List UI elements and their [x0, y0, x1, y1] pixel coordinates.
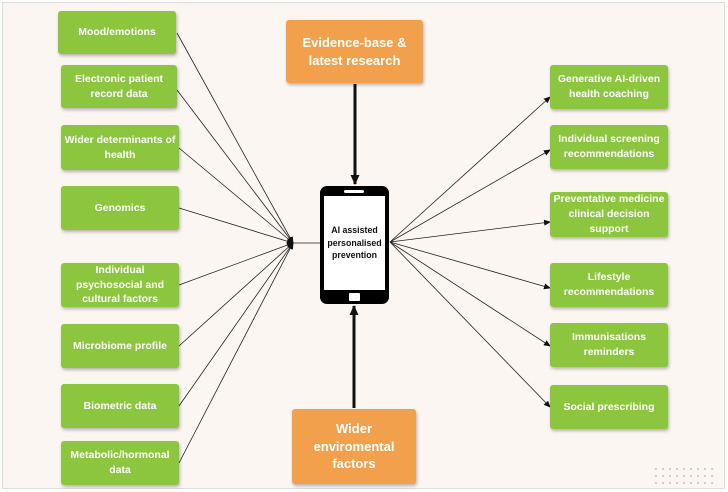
center-label: AI assisted personalised prevention [327, 224, 382, 261]
decorative-dot [683, 468, 685, 470]
decorative-dot [690, 468, 692, 470]
output-box-health-coaching: Generative AI-driven health coaching [550, 65, 668, 109]
decorative-dot [704, 468, 706, 470]
phone-speaker [344, 190, 364, 193]
decorative-dot [669, 482, 671, 484]
input-label: Individual psychosocial and cultural fac… [75, 263, 165, 306]
input-box-wider-determinants: Wider determinants of health [61, 125, 179, 170]
input-label: Metabolic/hormonal data [70, 449, 170, 476]
output-box-immunisations: Immunisations reminders [550, 323, 668, 367]
decorative-dot [662, 468, 664, 470]
input-box-genomics: Genomics [61, 186, 179, 230]
input-label: Electronic patient record data [74, 72, 164, 100]
decorative-dot [704, 482, 706, 484]
phone-home-button [349, 293, 360, 301]
output-label: Individual screening recommendations [558, 133, 660, 160]
decorative-dot [697, 468, 699, 470]
output-label: Preventative medicine clinical decision … [553, 193, 665, 235]
smartphone-icon: AI assisted personalised prevention [320, 186, 389, 304]
input-label: Wider determinants of health [64, 133, 176, 161]
decorative-dot [655, 482, 657, 484]
decorative-dot [711, 468, 713, 470]
environmental-factors-box: Wider enviromental factors [292, 409, 416, 484]
decorative-dot [697, 475, 699, 477]
input-label: Genomics [94, 201, 146, 214]
decorative-dot [683, 482, 685, 484]
evidence-base-box: Evidence-base & latest research [286, 20, 423, 83]
output-box-clinical-decision: Preventative medicine clinical decision … [550, 192, 668, 237]
decorative-dot [697, 482, 699, 484]
decorative-dot [669, 475, 671, 477]
input-box-biometric: Biometric data [61, 384, 179, 428]
evidence-base-label: Evidence-base & latest research [302, 34, 407, 68]
input-label: Biometric data [83, 399, 157, 412]
decorative-dot [690, 482, 692, 484]
input-box-mood-emotions: Mood/emotions [58, 11, 176, 54]
input-box-psychosocial: Individual psychosocial and cultural fac… [61, 263, 179, 307]
output-label: Immunisations reminders [571, 331, 647, 358]
input-box-metabolic: Metabolic/hormonal data [61, 441, 179, 485]
output-label: Generative AI-driven health coaching [557, 73, 661, 100]
decorative-dot [655, 468, 657, 470]
phone-screen: AI assisted personalised prevention [324, 196, 385, 290]
decorative-dot [676, 482, 678, 484]
decorative-dot [655, 475, 657, 477]
decorative-dot [711, 482, 713, 484]
decorative-dot [662, 475, 664, 477]
output-box-social-prescribing: Social prescribing [550, 385, 668, 429]
decorative-dot [676, 475, 678, 477]
decorative-dot [711, 475, 713, 477]
decorative-dot [704, 475, 706, 477]
decorative-dot [690, 475, 692, 477]
environmental-factors-label: Wider enviromental factors [313, 421, 395, 472]
output-box-screening: Individual screening recommendations [550, 125, 668, 169]
input-label: Mood/emotions [78, 26, 156, 39]
input-label: Microbiome profile [73, 339, 167, 352]
input-box-electronic-patient-record: Electronic patient record data [61, 65, 177, 108]
decorative-dot [669, 468, 671, 470]
decorative-dot [683, 475, 685, 477]
decorative-dot [676, 468, 678, 470]
decorative-dot [662, 482, 664, 484]
output-label: Lifestyle recommendations [563, 271, 655, 298]
input-box-microbiome: Microbiome profile [61, 324, 179, 368]
decorative-dots [655, 468, 725, 490]
output-box-lifestyle: Lifestyle recommendations [550, 263, 668, 307]
output-label: Social prescribing [563, 400, 655, 413]
